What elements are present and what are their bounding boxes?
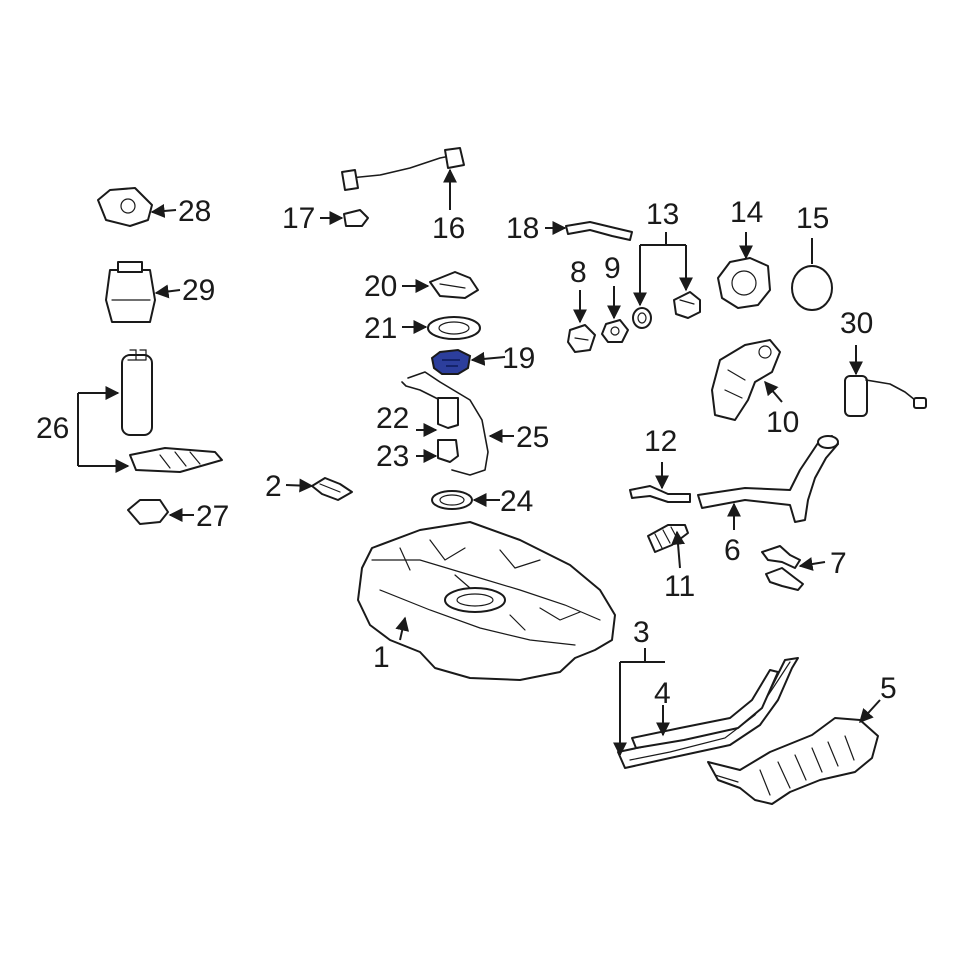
callout-12: 12 bbox=[644, 425, 677, 458]
callout-6: 6 bbox=[724, 534, 741, 567]
part-5-heat-shield[interactable] bbox=[707, 717, 879, 805]
part-26-fuel-pump[interactable] bbox=[121, 349, 223, 473]
part-22-25-pump-assembly[interactable] bbox=[401, 371, 489, 476]
callout-7: 7 bbox=[830, 547, 847, 580]
part-24-gasket[interactable] bbox=[431, 490, 473, 510]
callout-5: 5 bbox=[880, 672, 897, 705]
part-12-hose[interactable] bbox=[629, 485, 691, 503]
callout-16: 16 bbox=[432, 212, 465, 245]
part-6-filler-pipe[interactable] bbox=[697, 435, 839, 523]
leader-lines bbox=[77, 168, 881, 757]
callout-26: 26 bbox=[36, 412, 69, 445]
callout-10: 10 bbox=[766, 406, 799, 439]
callout-18: 18 bbox=[506, 212, 539, 245]
callout-22: 22 bbox=[376, 402, 409, 435]
callout-27: 27 bbox=[196, 500, 229, 533]
callout-2: 2 bbox=[265, 470, 282, 503]
part-21-gasket[interactable] bbox=[427, 316, 481, 340]
part-10-filler-bracket[interactable] bbox=[711, 339, 781, 421]
part-27-bracket[interactable] bbox=[127, 499, 169, 525]
part-8-grommet[interactable] bbox=[567, 324, 596, 353]
part-17-grommet[interactable] bbox=[343, 209, 369, 227]
callout-30: 30 bbox=[840, 307, 873, 340]
callout-24: 24 bbox=[500, 485, 533, 518]
callout-15: 15 bbox=[796, 202, 829, 235]
callout-11: 11 bbox=[664, 570, 695, 603]
part-19-retainer-highlighted[interactable] bbox=[430, 348, 472, 375]
callout-labels: 1 2 3 4 5 6 7 8 9 10 11 12 13 14 15 16 1… bbox=[36, 195, 897, 710]
part-28-regulator[interactable] bbox=[97, 187, 153, 227]
callout-13: 13 bbox=[646, 198, 679, 231]
callout-28: 28 bbox=[178, 195, 211, 228]
part-3-4-tank-straps[interactable] bbox=[617, 657, 799, 769]
part-15-seal-ring[interactable] bbox=[791, 265, 833, 311]
part-9-grommet[interactable] bbox=[601, 319, 629, 343]
callout-1: 1 bbox=[373, 641, 390, 674]
part-29-filter-housing[interactable] bbox=[105, 261, 156, 323]
part-18-vent-hose[interactable] bbox=[565, 221, 633, 241]
part-30-sensor[interactable] bbox=[844, 375, 927, 417]
callout-9: 9 bbox=[604, 252, 621, 285]
callout-23: 23 bbox=[376, 440, 409, 473]
part-1-fuel-tank[interactable] bbox=[357, 521, 616, 681]
part-14-fuel-door-housing[interactable] bbox=[717, 257, 771, 309]
callout-14: 14 bbox=[730, 196, 763, 229]
callout-3: 3 bbox=[633, 616, 650, 649]
part-2-bracket[interactable] bbox=[311, 477, 353, 501]
callout-20: 20 bbox=[364, 270, 397, 303]
callout-29: 29 bbox=[182, 274, 215, 307]
callout-4: 4 bbox=[654, 677, 671, 710]
callout-21: 21 bbox=[364, 312, 397, 345]
part-7-brackets[interactable] bbox=[761, 545, 804, 591]
callout-8: 8 bbox=[570, 256, 587, 289]
part-13-cap-gasket[interactable] bbox=[632, 291, 701, 329]
callout-19: 19 bbox=[502, 342, 535, 375]
callout-25: 25 bbox=[516, 421, 549, 454]
part-20-cover[interactable] bbox=[429, 271, 479, 299]
part-11-hose[interactable] bbox=[647, 524, 689, 553]
callout-17: 17 bbox=[282, 202, 315, 235]
part-16-wire-harness[interactable] bbox=[341, 147, 465, 191]
